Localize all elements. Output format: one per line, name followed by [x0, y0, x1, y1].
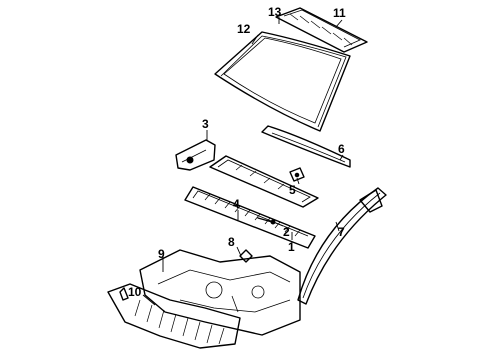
leader-5 — [296, 177, 300, 185]
callout-1: 1 — [288, 240, 295, 254]
leader-10 — [142, 294, 156, 306]
callout-2: 2 — [283, 225, 290, 239]
leader-lines — [142, 17, 344, 306]
callout-4: 4 — [233, 197, 240, 211]
callout-labels: 13 11 12 3 6 5 4 2 1 7 8 9 10 — [128, 5, 346, 299]
leader-8 — [236, 246, 242, 257]
part-cowl-top-panel — [275, 7, 368, 53]
part-wiper-bracket — [175, 139, 216, 171]
leader-12 — [251, 34, 259, 45]
leader-11 — [335, 19, 343, 28]
callout-8: 8 — [228, 235, 235, 249]
callout-5: 5 — [289, 183, 296, 197]
leader-6 — [339, 154, 344, 161]
part-fastener — [239, 249, 253, 263]
part-windshield — [214, 31, 351, 132]
part-dash-insulator — [107, 283, 241, 349]
callout-7: 7 — [338, 225, 345, 239]
callout-13: 13 — [268, 5, 282, 19]
callout-10: 10 — [128, 285, 142, 299]
callout-3: 3 — [202, 117, 209, 131]
part-side-pillar — [297, 187, 387, 305]
part-upper-cowl-panel — [209, 155, 319, 208]
leader-2 — [272, 221, 284, 227]
callout-9: 9 — [158, 247, 165, 261]
callout-6: 6 — [338, 142, 345, 156]
callout-11: 11 — [333, 6, 346, 20]
leader-7 — [335, 221, 340, 232]
callout-12: 12 — [237, 22, 251, 36]
part-dash-panel — [139, 249, 301, 336]
part-clip — [289, 167, 305, 182]
part-cowl-molding — [261, 125, 351, 168]
